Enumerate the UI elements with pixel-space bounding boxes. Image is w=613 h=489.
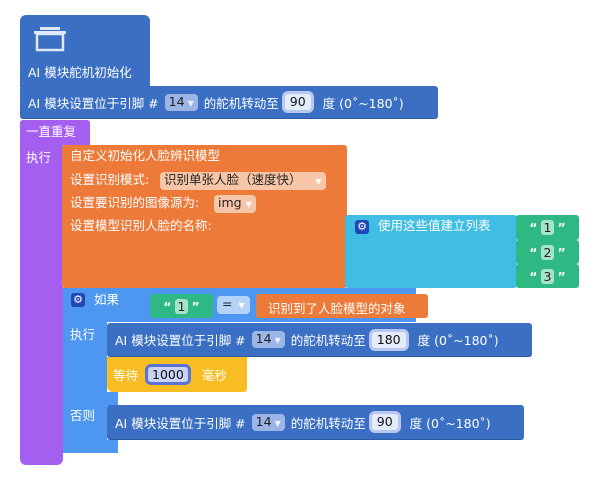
servo-set-block[interactable]: AI 模块设置位于引脚 # 14▼ 的舵机转动至 90 度 (0˚~180˚) <box>20 86 438 119</box>
operator-dropdown[interactable]: =▼ <box>217 296 250 314</box>
if-arm <box>63 318 107 453</box>
servo-suffix: 度 (0˚~180˚) <box>322 95 404 111</box>
list-create-block[interactable] <box>345 215 517 288</box>
servo-suffix: 度 (0˚~180˚) <box>417 333 499 348</box>
wait-unit: 毫秒 <box>201 368 227 383</box>
src-label: 设置要识别的图像源为: <box>70 195 200 210</box>
servo-set-block[interactable]: AI 模块设置位于引脚 # 14▼ 的舵机转动至 180 度 (0˚~180˚) <box>107 323 532 357</box>
pin-dropdown[interactable]: 14▼ <box>251 413 285 431</box>
wait-label: 等待 <box>113 368 139 383</box>
face-title: 自定义初始化人脸辨识模型 <box>70 148 221 163</box>
if-do-label: 执行 <box>70 327 96 342</box>
servo-mid: 的舵机转动至 <box>290 415 366 431</box>
if-bottom <box>63 440 118 453</box>
mode-dropdown[interactable]: 识别单张人脸（速度快）▼ <box>160 172 326 190</box>
forever-arm <box>20 140 63 465</box>
gear-icon[interactable]: ⚙ <box>71 293 85 307</box>
text-item-1[interactable]: “1” <box>516 215 579 240</box>
servo-suffix: 度 (0˚~180˚) <box>409 415 491 431</box>
text-item-3[interactable]: “3” <box>516 264 579 288</box>
servo-mid: 的舵机转动至 <box>203 95 279 111</box>
compare-lhs-text[interactable]: “1” <box>150 294 213 318</box>
if-label: 如果 <box>94 292 120 307</box>
angle-input[interactable]: 90 <box>284 94 311 110</box>
face-init-block[interactable] <box>62 145 347 288</box>
angle-input[interactable]: 180 <box>371 331 406 348</box>
servo-set-block[interactable]: AI 模块设置位于引脚 # 14▼ 的舵机转动至 90 度 (0˚~180˚) <box>107 405 524 440</box>
pin-dropdown[interactable]: 14▼ <box>164 93 198 111</box>
servo-mid: 的舵机转动至 <box>290 333 366 348</box>
src-dropdown[interactable]: img▼ <box>214 195 256 213</box>
names-label: 设置模型识别人脸的名称: <box>70 218 212 233</box>
face-detected-block[interactable]: 识别到了人脸模型的对象 <box>256 294 428 318</box>
servo-init-block[interactable]: AI 模块舵机初始化 <box>20 15 150 87</box>
servo-prefix: AI 模块设置位于引脚 # <box>115 333 246 348</box>
else-band <box>63 392 118 406</box>
init-label: AI 模块舵机初始化 <box>28 65 132 80</box>
forever-label: 一直重复 <box>26 124 77 139</box>
forever-do-label: 执行 <box>26 150 52 165</box>
mode-label: 设置识别模式: <box>70 172 150 187</box>
servo-prefix: AI 模块设置位于引脚 # <box>115 415 246 431</box>
servo-prefix: AI 模块设置位于引脚 # <box>28 95 159 111</box>
text-item-2[interactable]: “2” <box>516 240 579 264</box>
wait-ms-input[interactable]: 1000 <box>148 367 188 382</box>
wait-block[interactable]: 等待 1000 毫秒 <box>107 357 247 392</box>
else-label: 否则 <box>70 408 96 423</box>
list-label: 使用这些值建立列表 <box>378 218 491 233</box>
pin-dropdown[interactable]: 14▼ <box>251 331 285 348</box>
gear-icon[interactable]: ⚙ <box>355 220 369 234</box>
angle-input[interactable]: 90 <box>371 414 398 430</box>
servo-module-icon <box>34 27 66 52</box>
